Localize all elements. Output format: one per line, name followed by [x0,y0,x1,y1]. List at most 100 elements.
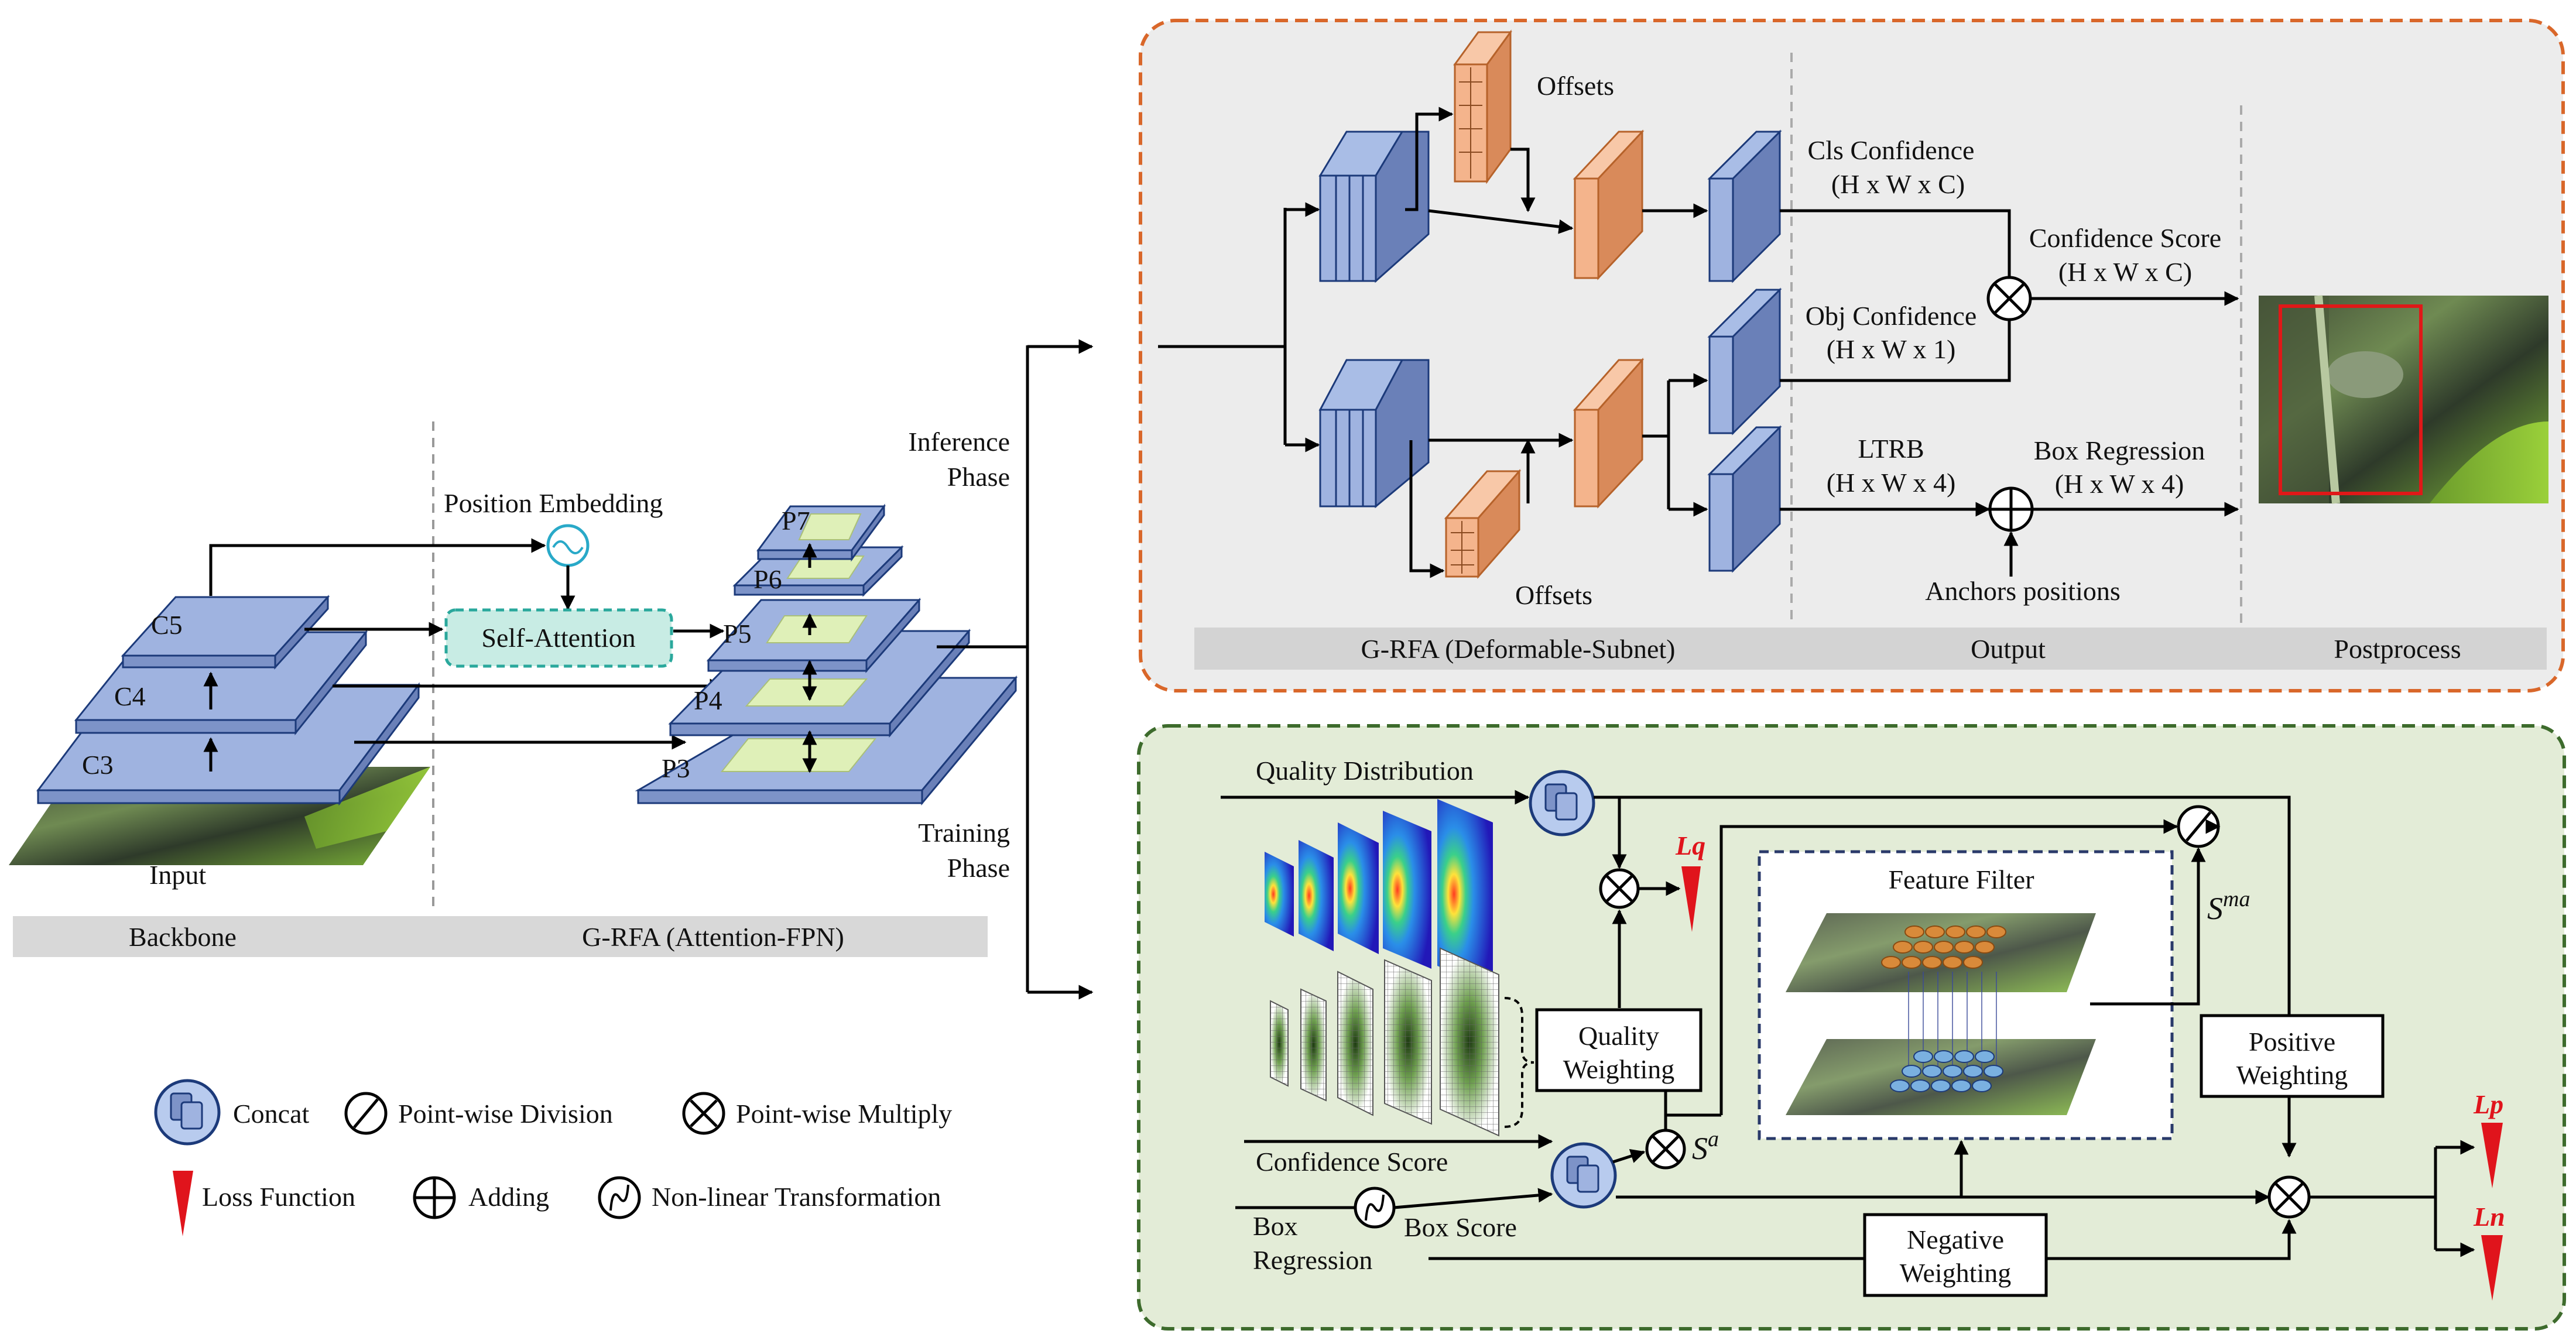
p5-label: P5 [723,619,752,649]
offsets-block-bottom [1444,469,1522,579]
s-ma-sup: ma [2223,887,2250,911]
legend-loss-icon [173,1171,193,1236]
quality-weighting-label-1: Quality [1578,1021,1659,1051]
cls-to-multiply [1780,209,2011,276]
s-ma-base: S [2207,891,2223,926]
box-regression-label-1: Box [1253,1211,1298,1241]
legend-division-label: Point-wise Division [398,1099,613,1129]
output-footer-label: Output [1971,634,2046,664]
negative-weighting-box [1863,1213,2048,1297]
p4-label: P4 [694,685,722,715]
upper-feature-stack [1318,131,1430,283]
inference-panel: Offsets Offsets [1139,19,2565,692]
subnet-footer-label: G-RFA (Deformable-Subnet) [1361,634,1676,664]
s-ma-label: Sma [2207,887,2250,926]
self-attention-label: Self-Attention [481,623,635,653]
nonlinear-operator [1354,1187,1396,1229]
negative-to-multiply [2046,1219,2297,1260]
stack-to-offsets-bottom [1409,440,1445,578]
p7-label: P7 [782,506,810,536]
obj-confidence-label: Obj Confidence [1806,301,1977,331]
box-regression-label-2: Regression [1253,1245,1372,1275]
s-a-label: Sa [1692,1127,1719,1166]
offsets-top-label: Offsets [1537,71,1614,101]
negative-weighting-label-1: Negative [1907,1225,2004,1254]
quality-weighting-label-2: Weighting [1563,1054,1675,1084]
legend-multiply-label: Point-wise Multiply [736,1099,952,1129]
inference-phase-label-2: Phase [947,462,1010,492]
feature-filter-visual [1786,913,2096,1115]
feature-filter-label: Feature Filter [1888,865,2034,894]
confidence-score-label: Confidence Score [2029,223,2221,253]
training-phase-label-1: Training [918,818,1010,848]
training-panel: Quality Distribution [1137,724,2566,1331]
box-score-label: Box Score [1404,1212,1517,1242]
offsets-top-down [1510,148,1536,212]
input-label: Input [149,860,206,890]
obj-to-multiply [1780,321,2011,382]
backbone-section: C3 C4 C5 Input [9,595,430,890]
deform-conv-bottom [1573,358,1645,509]
cls-confidence-label: Cls Confidence [1808,135,1975,165]
confidence-score-label: Confidence Score [1256,1147,1448,1177]
quality-distribution-label: Quality Distribution [1256,756,1474,786]
filter-to-division [2090,847,2206,1006]
legend-loss-label: Loss Function [202,1182,355,1212]
ltrb-shape: (H x W x 4) [1827,468,1956,498]
positive-weighting-box [2200,1014,2385,1098]
legend-nonlinear-label: Non-linear Transformation [652,1182,941,1212]
division-operator [2177,805,2220,848]
p6-label: P6 [753,564,782,594]
confidence-score-shape: (H x W x C) [2058,257,2192,287]
distribution-heatmaps [1265,799,1534,1137]
multiply-operator-sa [1645,1129,1686,1170]
legend: Concat Point-wise Division Point-wise Mu… [154,1079,952,1236]
box-score-to-concat [1393,1188,1553,1209]
c5-to-position-arrow [209,538,546,596]
legend-nonlinear-icon [598,1176,641,1219]
multiply-operator [1986,276,2032,321]
negative-weighting-label-2: Weighting [1900,1258,2012,1288]
bounding-box [2279,304,2423,495]
lq-loss-icon [1681,866,1701,932]
ln-loss-icon [2481,1235,2503,1301]
concat-operator-top [1529,770,1595,836]
phase-branch: Inference Phase Training Phase [908,339,1094,1000]
anchors-positions-label: Anchors positions [1925,576,2121,606]
final-multiply-operator [2267,1175,2311,1219]
legend-concat-icon [154,1079,221,1146]
c3-label: C3 [82,750,114,780]
concat-to-positive [1594,796,2291,1016]
training-phase-label-2: Phase [947,853,1010,883]
cls-confidence-shape: (H x W x C) [1831,169,1965,199]
attention-fpn-footer-label: G-RFA (Attention-FPN) [582,922,844,952]
box-regression-label: Box Regression [2034,436,2205,465]
concat-operator-bottom [1550,1142,1617,1209]
offsets-block-top [1453,29,1512,184]
nonlinear-transform-icon [546,524,590,567]
lq-label: Lq [1675,831,1705,860]
cls-head-block [1707,129,1782,283]
box-regression-shape: (H x W x 4) [2055,469,2184,499]
sa-to-division [1719,819,2178,1115]
legend-concat-label: Concat [233,1099,310,1129]
detection-result-image [2259,295,2548,504]
lower-feature-stack [1318,359,1430,509]
backbone-footer-label: Backbone [129,922,237,952]
s-a-sup: a [1708,1127,1719,1151]
p3-label: P3 [662,753,690,783]
left-footer-bar [13,916,988,957]
legend-adding-icon [413,1176,456,1219]
obj-confidence-shape: (H x W x 1) [1827,334,1956,364]
s-a-base: S [1692,1131,1708,1166]
ln-label: Ln [2473,1202,2505,1232]
c4-label: C4 [114,681,146,711]
postprocess-footer-label: Postprocess [2334,634,2461,664]
lp-label: Lp [2473,1089,2503,1119]
positive-weighting-label-1: Positive [2249,1027,2335,1057]
obj-head-block [1707,287,1782,436]
c5-layer: C5 [121,595,330,670]
position-embedding-label: Position Embedding [444,488,663,518]
stack-to-offsets-top [1405,107,1454,211]
